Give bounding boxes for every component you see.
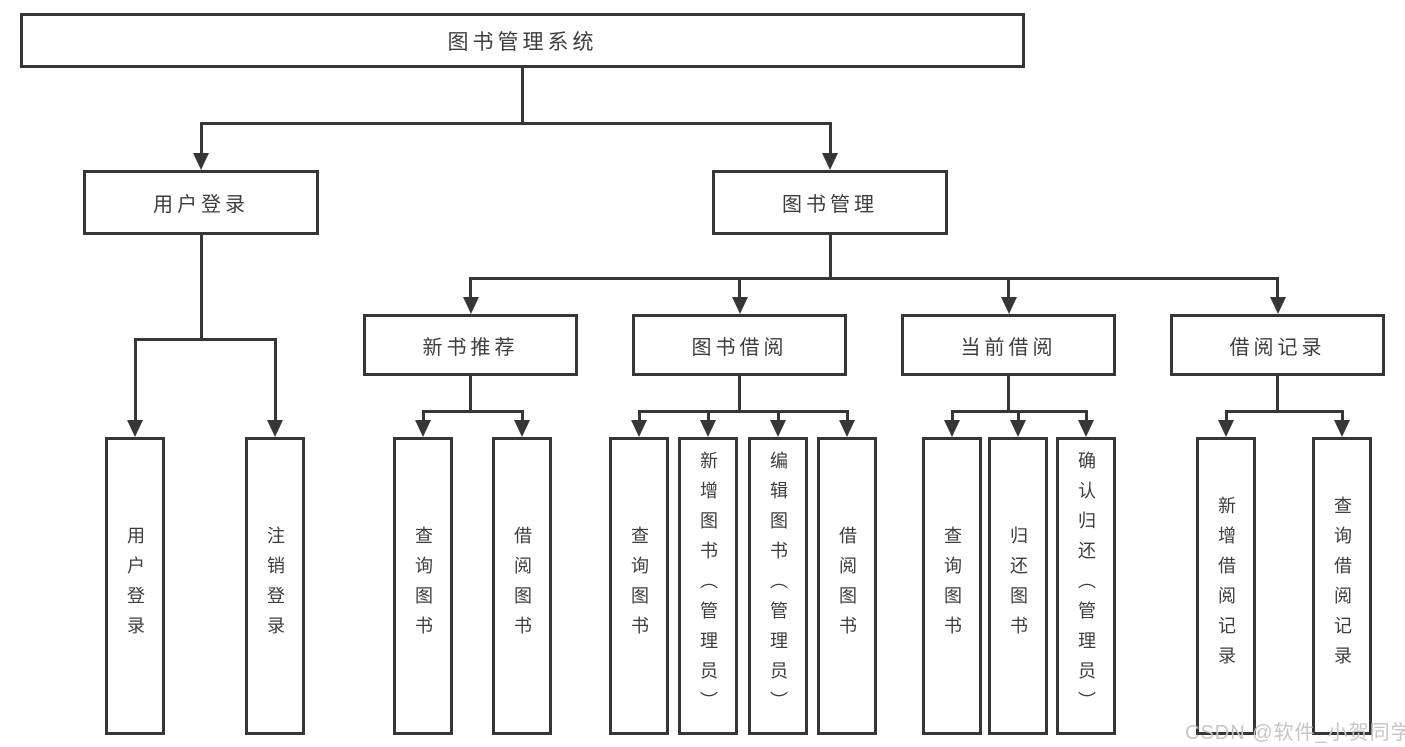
node-query-books-current: 查询图书 [922,437,982,735]
node-label: 新增图书（管理员） [698,451,718,721]
node-label: 用户登录 [153,194,249,216]
connector-line [199,122,203,154]
connector-line [828,122,832,154]
connector-line [1084,410,1088,421]
connector-line [1276,277,1279,298]
connector-line [950,410,954,421]
node-return-books: 归还图书 [988,437,1048,735]
node-new-book-recommendation: 新书推荐 [363,314,578,376]
arrowhead-down-icon [193,153,209,170]
connector-line [1016,410,1020,421]
node-label: 图书管理系统 [447,30,598,54]
node-borrow-books: 借阅图书 [817,437,877,735]
connector-line [1276,376,1279,410]
node-add-books-admin: 新增图书（管理员） [678,437,738,735]
connector-line [421,410,425,421]
node-confirm-return-admin: 确认归还（管理员） [1056,437,1116,735]
arrowhead-down-icon [1010,420,1026,437]
arrowhead-down-icon [770,420,786,437]
node-label: 新增借阅记录 [1216,496,1236,676]
arrowhead-down-icon [839,420,855,437]
connector-line [1224,410,1344,413]
connector-line [273,338,277,421]
node-label: 查询图书 [629,526,649,646]
arrowhead-down-icon [700,420,716,437]
node-label: 新书推荐 [422,336,519,359]
node-label: 借阅记录 [1229,336,1326,359]
arrowhead-down-icon [267,420,283,437]
node-label: 借阅图书 [512,526,532,646]
node-current-borrowing: 当前借阅 [901,314,1116,376]
node-query-books-recommend: 查询图书 [393,437,453,735]
arrowhead-down-icon [462,297,479,314]
node-book-borrowing: 图书借阅 [632,314,847,376]
node-label: 图书管理 [782,194,878,216]
connector-line [828,235,832,277]
connector-line [637,410,641,421]
arrowhead-down-icon [1000,297,1017,314]
arrowhead-down-icon [1218,420,1234,437]
connector-line [421,410,524,413]
connector-line [199,122,832,125]
connector-line [469,376,472,410]
node-label: 确认归还（管理员） [1076,451,1096,721]
arrowhead-down-icon [415,420,431,437]
node-edit-books-admin: 编辑图书（管理员） [748,437,808,735]
connector-line [469,277,472,298]
node-borrowing-records: 借阅记录 [1170,314,1385,376]
arrowhead-down-icon [944,420,960,437]
node-label: 查询图书 [942,526,962,646]
node-query-borrow-record: 查询借阅记录 [1312,437,1372,735]
connector-line [133,338,137,421]
node-label: 借阅图书 [837,526,857,646]
node-label: 用户登录 [125,526,145,646]
node-label: 图书借阅 [691,336,788,359]
arrowhead-down-icon [1334,420,1350,437]
connector-line [845,410,849,421]
node-label: 注销登录 [265,526,285,646]
node-label: 查询借阅记录 [1332,496,1352,676]
arrowhead-down-icon [1269,297,1286,314]
connector-line [738,277,741,298]
csdn-watermark: CSDN @软件_小贺同学 [1185,722,1405,744]
node-label: 归还图书 [1008,526,1028,646]
arrowhead-down-icon [822,153,838,170]
connector-line [199,235,203,338]
arrowhead-down-icon [127,420,143,437]
node-label: 编辑图书（管理员） [768,451,788,721]
node-user-login-leaf: 用户登录 [105,437,165,735]
node-label: 查询图书 [413,526,433,646]
connector-line [520,410,524,421]
connector-line [1340,410,1344,421]
connector-line [706,410,710,421]
arrowhead-down-icon [631,420,647,437]
arrowhead-down-icon [514,420,530,437]
node-user-login: 用户登录 [83,170,319,235]
node-label: 当前借阅 [960,336,1057,359]
connector-line [521,68,524,122]
connector-line [776,410,780,421]
arrowhead-down-icon [1078,420,1094,437]
node-query-books-borrowing: 查询图书 [609,437,669,735]
node-library-management-system: 图书管理系统 [20,13,1025,68]
node-add-borrow-record: 新增借阅记录 [1196,437,1256,735]
node-book-management: 图书管理 [712,170,948,235]
connector-line [1007,376,1010,410]
arrowhead-down-icon [731,297,748,314]
connector-line [637,410,849,413]
node-logout: 注销登录 [245,437,305,735]
connector-line [738,376,741,410]
connector-line [1007,277,1010,298]
connector-line [469,277,1279,280]
node-borrow-books-recommend: 借阅图书 [492,437,552,735]
connector-line [1224,410,1228,421]
connector-line [133,338,277,341]
